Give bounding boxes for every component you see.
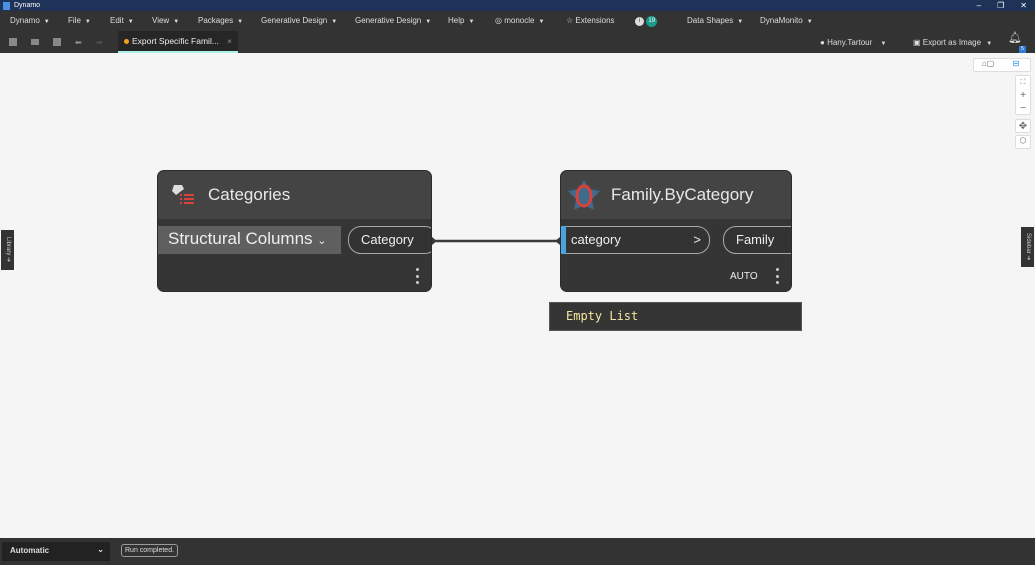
zoom-out-button[interactable]: −	[1020, 103, 1026, 114]
monocle-icon: ◎	[495, 16, 505, 25]
notification-count-badge: 19	[646, 16, 658, 27]
zoom-fit-button[interactable]: ⛶	[1020, 79, 1026, 86]
close-button[interactable]: ✕	[1020, 1, 1027, 10]
user-icon: ●	[820, 38, 825, 47]
title-bar: Dynamo – ❐ ✕	[0, 0, 1035, 11]
run-mode-dropdown[interactable]: Automatic⌄	[2, 542, 110, 561]
chevron-right-icon: >	[693, 232, 701, 247]
zoom-in-button[interactable]: +	[1020, 90, 1026, 101]
open-folder-icon[interactable]	[31, 39, 39, 45]
undo-icon[interactable]: ⬅	[75, 38, 82, 47]
node-categories[interactable]: Categories Structural Columns ⌄ Category	[157, 170, 432, 292]
output-port-category[interactable]: Category	[348, 226, 431, 254]
notifications-indicator[interactable]: i 19	[635, 15, 658, 27]
menu-generative-design-2[interactable]: Generative Design▼	[355, 16, 432, 25]
restore-button[interactable]: ❐	[997, 1, 1005, 10]
node-title: Family.ByCategory	[611, 185, 754, 204]
menu-monocle[interactable]: ◎ monocle▼	[495, 16, 545, 25]
menu-help[interactable]: Help▼	[448, 16, 475, 25]
input-port-indicator	[561, 226, 566, 254]
menu-dynamonito[interactable]: DynaMonito▼	[760, 16, 813, 25]
menu-file[interactable]: File▼	[68, 16, 91, 25]
menu-packages[interactable]: Packages▼	[198, 16, 244, 25]
info-icon: i	[635, 17, 644, 26]
export-image-button[interactable]: ▣ Export as Image ▼	[913, 38, 993, 47]
background-3d-preview-icon[interactable]: ⌂▢	[981, 59, 995, 68]
save-icon[interactable]	[53, 38, 61, 46]
menu-dynamo[interactable]: Dynamo▼	[10, 16, 50, 25]
chevron-down-icon: ⌄	[97, 545, 104, 554]
run-status-message: Run completed.	[121, 544, 179, 557]
node-preview-bubble[interactable]: Empty List	[549, 302, 802, 331]
toolbar: ⬅ ➡ Export Specific Famil...× ● Hany.Tar…	[0, 31, 1035, 53]
menu-generative-design[interactable]: Generative Design▼	[261, 16, 338, 25]
new-file-icon[interactable]	[9, 38, 17, 46]
node-title: Categories	[208, 185, 291, 204]
category-list-icon	[172, 185, 194, 204]
dynamo-logo-icon	[3, 1, 10, 10]
menu-data-shapes[interactable]: Data Shapes▼	[687, 16, 744, 25]
lacing-indicator: AUTO	[730, 271, 758, 282]
graph-view-icon[interactable]: ⊟	[1012, 59, 1020, 68]
minimize-button[interactable]: –	[976, 1, 982, 10]
status-bar: Automatic⌄ Run completed.	[0, 538, 1035, 565]
tab-close-button[interactable]: ×	[227, 36, 232, 46]
menu-extensions[interactable]: ☆ Extensions	[566, 16, 615, 25]
connector-wire[interactable]	[430, 233, 565, 249]
redo-icon[interactable]: ➡	[96, 38, 103, 47]
zoom-controls: ⛶ + −	[1015, 75, 1031, 115]
menu-bar: Dynamo▼ File▼ Edit▼ View▼ Packages▼ Gene…	[0, 11, 1035, 31]
category-dropdown[interactable]: Structural Columns ⌄	[158, 226, 341, 254]
star-icon: ☆	[566, 16, 576, 25]
family-node-icon	[568, 180, 600, 210]
window-title: Dynamo	[14, 2, 41, 9]
view-toggle: ⌂▢ ⊟	[973, 58, 1031, 72]
unsaved-dot-icon	[124, 38, 129, 44]
pan-button[interactable]: ✥	[1015, 119, 1031, 133]
input-port-category[interactable]: category >	[561, 226, 710, 254]
user-menu[interactable]: ● Hany.Tartour ▼	[820, 38, 887, 47]
node-menu-icon[interactable]	[416, 268, 420, 284]
orbit-icon[interactable]: ⬡	[1015, 135, 1031, 149]
sidebar-tab[interactable]: Sidebar ➔	[1021, 227, 1034, 267]
output-port-family[interactable]: Family	[723, 226, 791, 254]
graph-canvas[interactable]: Library ➔ Sidebar ➔ ⌂▢ ⊟ ⛶ + − ✥ ⬡ Categ…	[0, 53, 1035, 538]
image-icon: ▣	[913, 38, 921, 47]
bell-icon[interactable]: 🔔︎	[1008, 32, 1022, 44]
menu-edit[interactable]: Edit▼	[110, 16, 134, 25]
node-menu-icon[interactable]	[776, 268, 780, 284]
node-family-bycategory[interactable]: Family.ByCategory category > Family AUTO	[560, 170, 792, 292]
bell-count-badge: 5	[1019, 46, 1026, 53]
chevron-down-icon: ⌄	[317, 235, 327, 247]
menu-view[interactable]: View▼	[152, 16, 180, 25]
library-tab[interactable]: Library ➔	[1, 230, 14, 270]
tab-export-specific-family[interactable]: Export Specific Famil...×	[118, 31, 238, 53]
